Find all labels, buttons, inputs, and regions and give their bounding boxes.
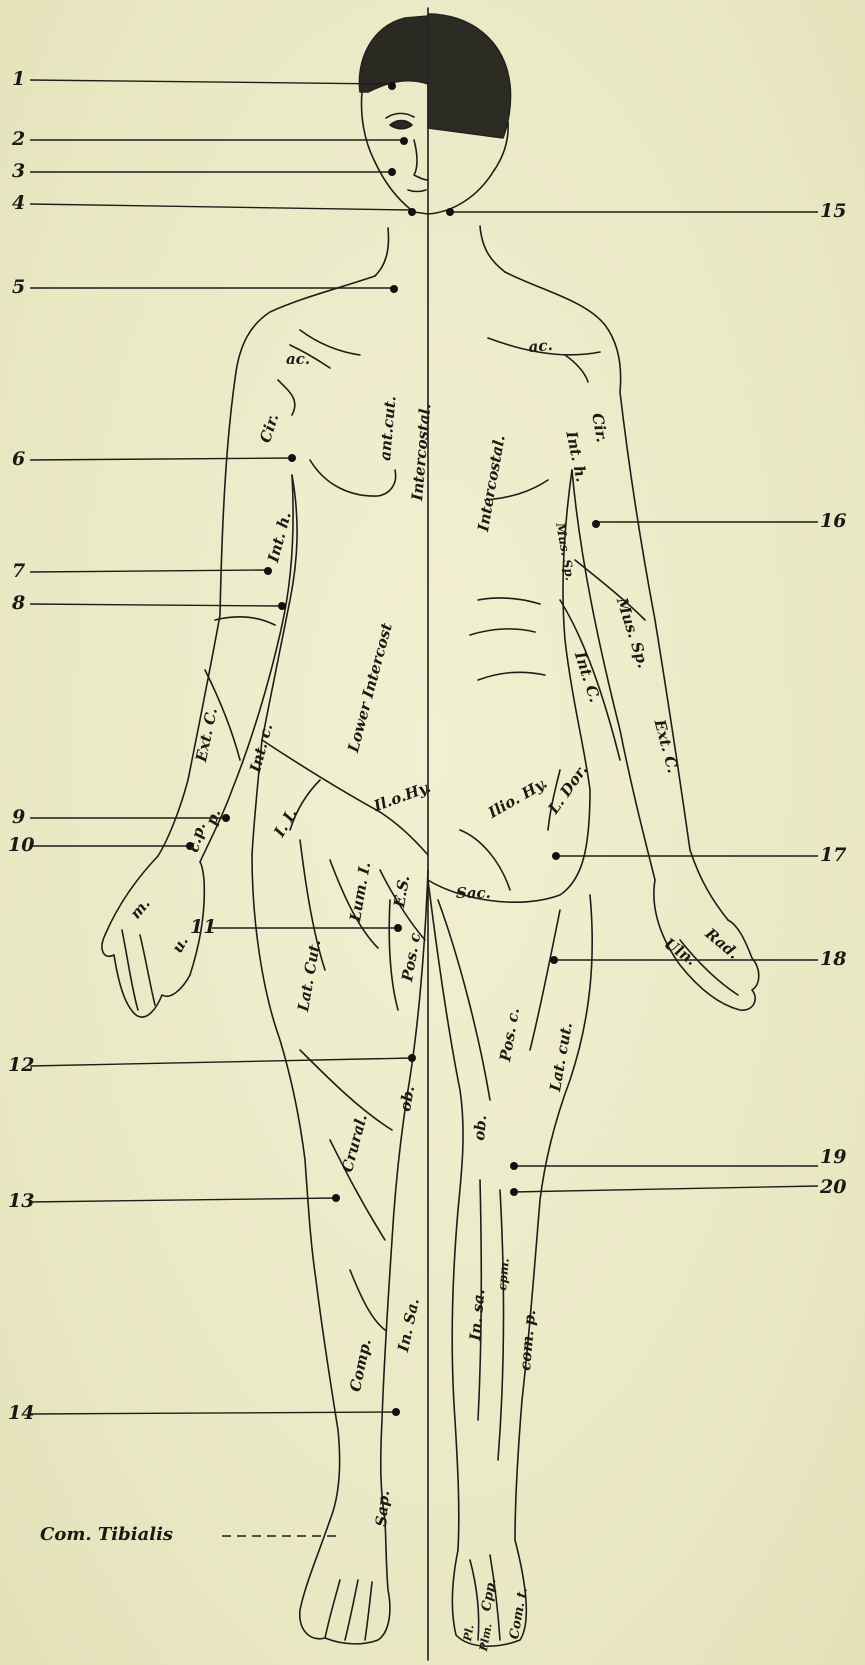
back-leg-inner <box>428 880 463 1550</box>
ref-number-7: 7 <box>12 562 25 581</box>
hair-back <box>428 14 511 138</box>
ref-number-19: 19 <box>820 1148 846 1167</box>
ref-number-13: 13 <box>8 1192 34 1211</box>
ref-number-4: 4 <box>12 194 25 213</box>
back-label-cpm: cpm. <box>496 1258 511 1292</box>
ref-number-5: 5 <box>12 278 25 297</box>
ref-number-11: 11 <box>190 918 216 937</box>
ref-number-10: 10 <box>8 836 34 855</box>
caption-com-tibialis: Com. Tibialis <box>40 1526 173 1544</box>
back-label-pl: Pl. <box>462 1624 476 1642</box>
ref-number-12: 12 <box>8 1056 34 1075</box>
ref-number-15: 15 <box>820 202 846 221</box>
ref-number-9: 9 <box>12 808 25 827</box>
ref-number-1: 1 <box>12 70 25 89</box>
back-label-sac: Sac. <box>456 886 491 901</box>
front-arm-outer <box>158 372 236 856</box>
back-label-cir: Cir. <box>589 412 609 444</box>
ref-number-16: 16 <box>820 512 846 531</box>
ref-number-3: 3 <box>12 162 25 181</box>
ref-number-20: 20 <box>820 1178 846 1197</box>
ref-number-14: 14 <box>8 1404 34 1423</box>
back-label-ac: ac. <box>528 338 553 355</box>
face-outline <box>362 92 429 214</box>
front-leg-outer <box>252 855 340 1520</box>
ref-number-18: 18 <box>820 950 846 969</box>
back-shoulder <box>505 272 621 392</box>
back-label-ob: ob. <box>472 1114 489 1141</box>
back-leg-outer <box>515 895 592 1540</box>
hair-front <box>359 16 428 92</box>
neck <box>375 228 388 276</box>
eye <box>390 121 412 129</box>
leader-lines <box>30 80 818 1536</box>
ref-number-8: 8 <box>12 594 25 613</box>
ref-number-6: 6 <box>12 450 25 469</box>
back-label-in-sa: In. sa. <box>468 1288 487 1341</box>
front-hand <box>102 856 204 1017</box>
front-label-ob: ob. <box>398 1085 417 1113</box>
front-label-ac: ac. <box>286 352 310 367</box>
ref-number-2: 2 <box>12 130 25 149</box>
front-foot <box>300 1520 390 1644</box>
front-label-sap: Sap. <box>374 1490 392 1527</box>
ref-number-17: 17 <box>820 846 846 865</box>
